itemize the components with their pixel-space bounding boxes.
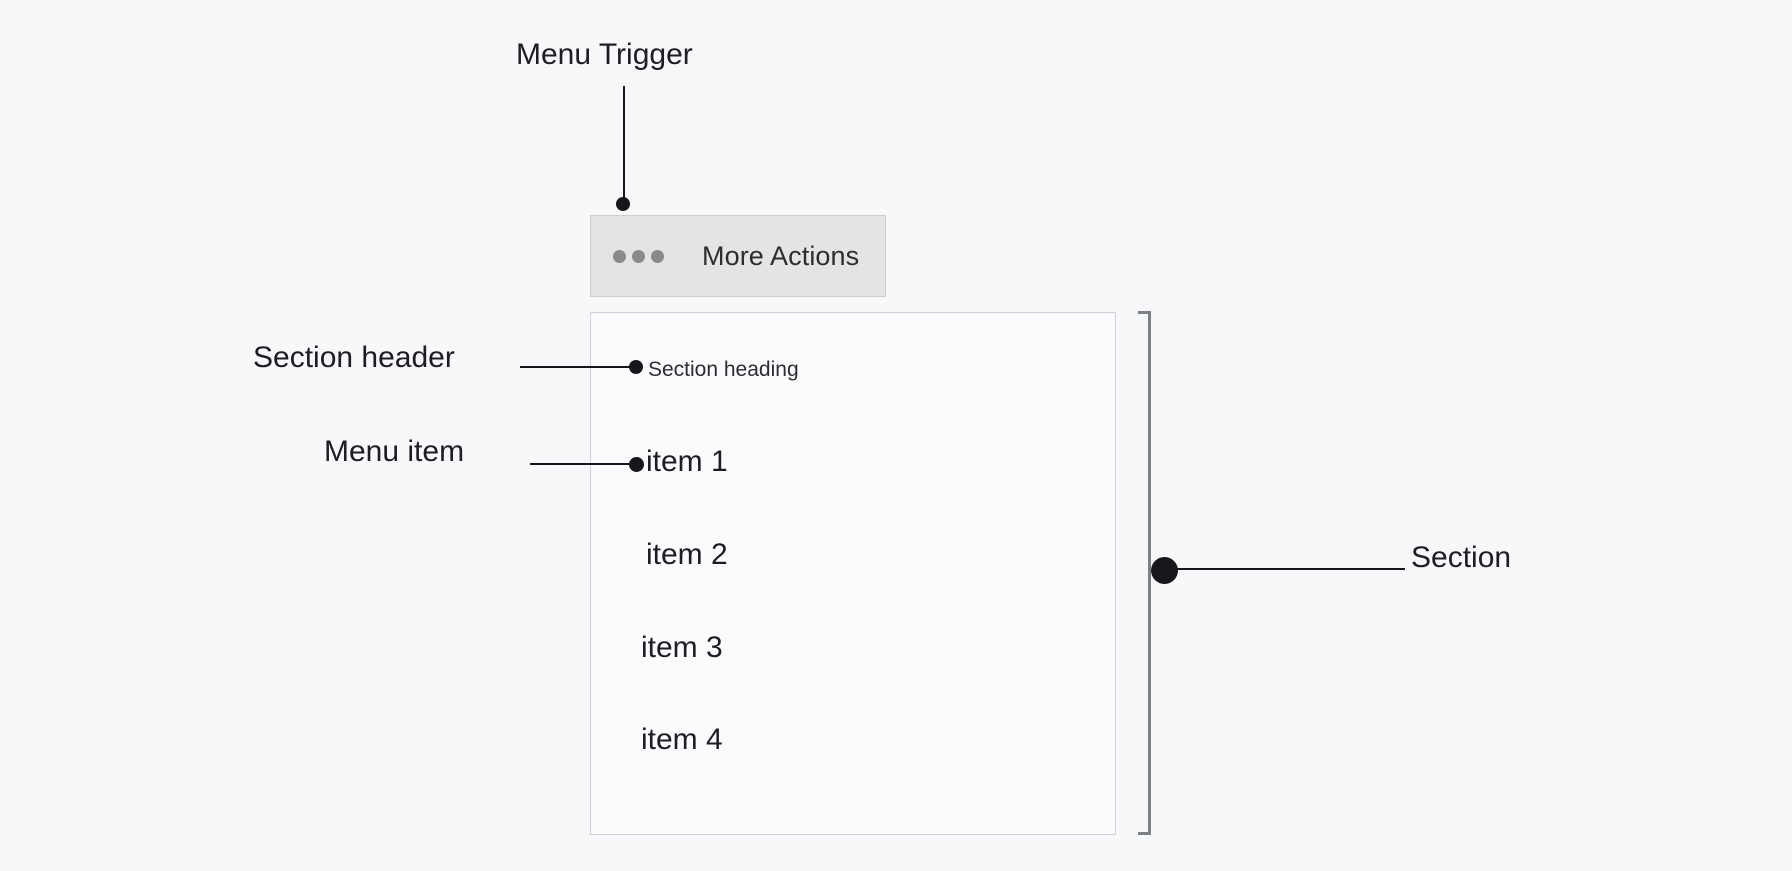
annotation-endpoint-dot-menu-item (629, 457, 644, 472)
more-actions-trigger-label: More Actions (702, 240, 860, 271)
ellipsis-horizontal-icon (613, 249, 664, 263)
section-bracket-bottom-cap (1138, 832, 1151, 835)
annotation-endpoint-dot-section-header (629, 360, 643, 374)
section-bracket-spine (1148, 311, 1151, 835)
menu-panel: Section heading item 1 item 2 item 3 ite… (590, 312, 1116, 835)
annotation-endpoint-dot-section (1151, 557, 1178, 584)
ellipsis-dot-2 (632, 249, 645, 263)
annotation-label-menu-trigger: Menu Trigger (516, 38, 693, 71)
annotation-label-section-header: Section header (253, 341, 455, 374)
section-bracket (1138, 311, 1152, 835)
more-actions-trigger-button[interactable]: More Actions (590, 215, 886, 297)
menu-item-4[interactable]: item 4 (641, 723, 723, 756)
annotation-leader-line-section-header (520, 366, 636, 368)
ellipsis-dot-3 (651, 249, 664, 263)
annotation-label-menu-item: Menu item (324, 435, 465, 468)
annotation-leader-line-menu-trigger (623, 86, 625, 203)
annotation-label-section: Section (1411, 541, 1512, 574)
annotation-leader-line-section (1160, 568, 1405, 570)
menu-item-1[interactable]: item 1 (646, 445, 728, 478)
section-bracket-top-cap (1138, 311, 1151, 314)
annotation-endpoint-dot-menu-trigger (616, 197, 630, 211)
menu-section-heading: Section heading (648, 358, 799, 381)
ellipsis-dot-1 (613, 249, 626, 263)
menu-item-3[interactable]: item 3 (641, 631, 723, 664)
annotation-leader-line-menu-item (530, 463, 637, 465)
menu-item-2[interactable]: item 2 (646, 538, 728, 571)
